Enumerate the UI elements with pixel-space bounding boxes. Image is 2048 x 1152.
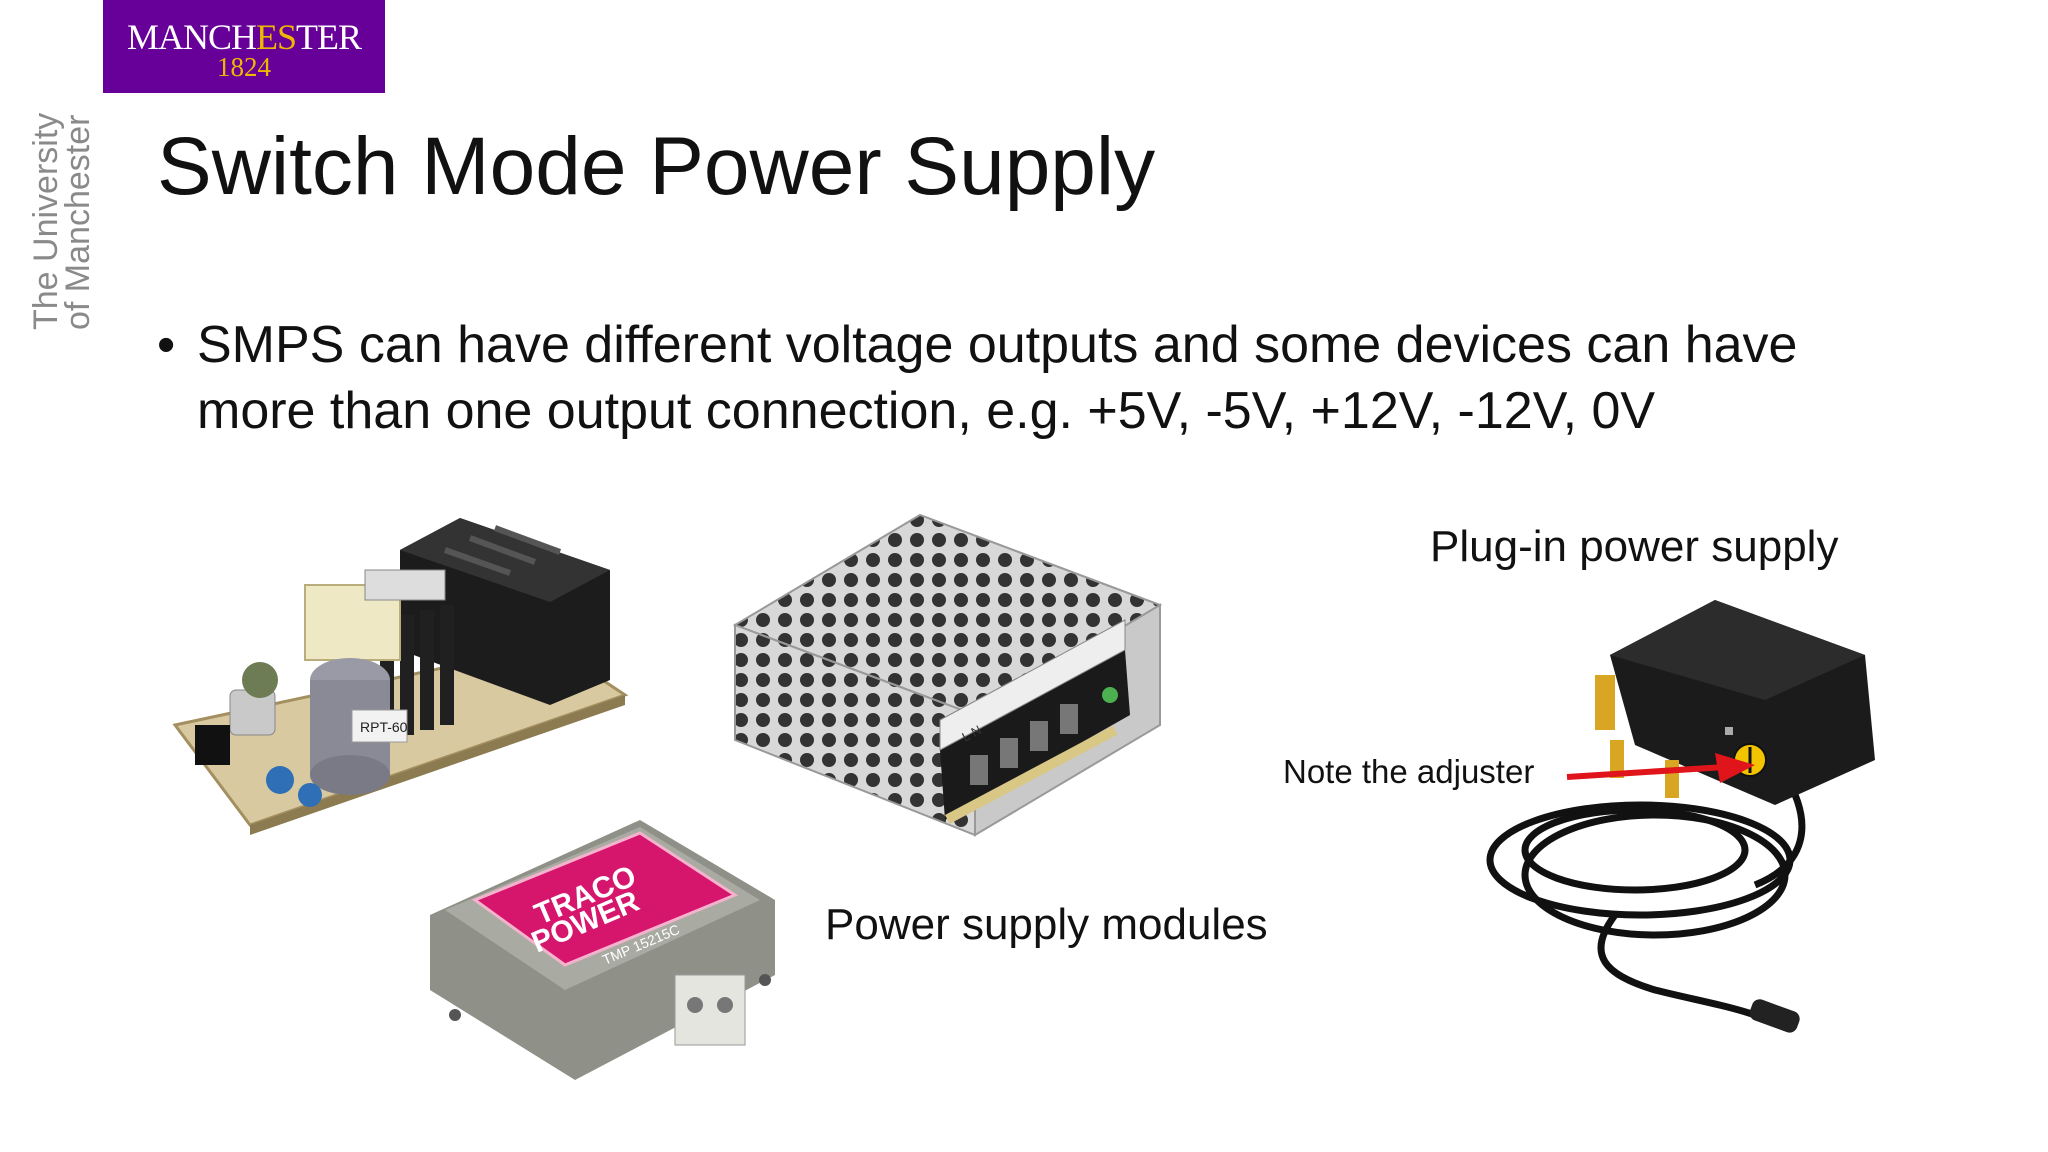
caption-power-supply-modules: Power supply modules <box>825 900 1268 949</box>
university-side-label: The University of Manchester <box>27 90 102 330</box>
university-logo: MANCHESTER 1824 <box>103 0 385 93</box>
side-label-line2: of Manchester <box>59 114 97 330</box>
logo-year: 1824 <box>217 52 271 82</box>
bullet-icon: • <box>157 316 176 374</box>
side-label-line1: The University <box>27 112 65 330</box>
logo-wordmark: MANCHESTER <box>126 17 362 57</box>
slide-title: Switch Mode Power Supply <box>157 121 1156 212</box>
bullet-point: • SMPS can have different voltage output… <box>157 312 1897 444</box>
plug-in-adapter-image <box>1486 600 1875 1033</box>
caption-plug-in-power-supply: Plug-in power supply <box>1430 522 1839 571</box>
adjuster-note: Note the adjuster <box>1283 753 1535 790</box>
adjuster-arrow <box>1566 753 1755 783</box>
traco-module-image: TRACO POWER TMP 15215C <box>430 820 775 1080</box>
open-frame-psu-image: RPT-60 <box>172 518 629 835</box>
psu-board-label: RPT-60 <box>360 719 408 735</box>
enclosed-psu-image: L N <box>732 513 1163 837</box>
bullet-text: SMPS can have different voltage outputs … <box>197 316 1798 440</box>
